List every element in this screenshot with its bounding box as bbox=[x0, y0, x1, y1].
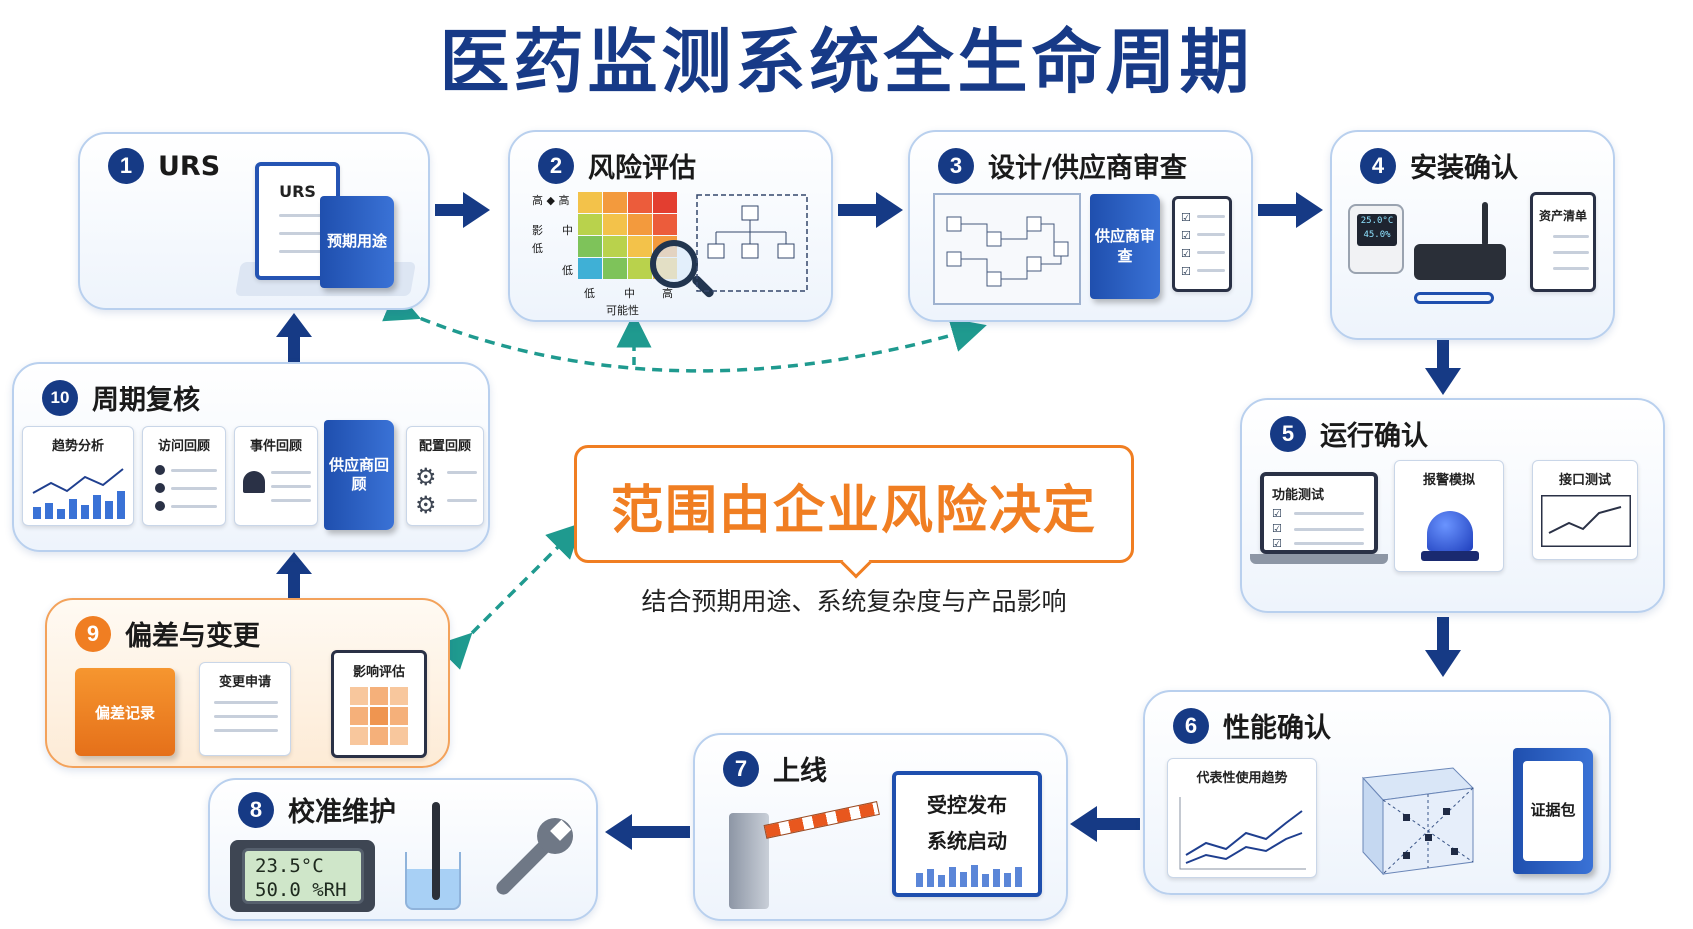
step-6-card[interactable]: 6 性能确认 代表性使用趋势 证据包 bbox=[1143, 690, 1611, 895]
step-10-card[interactable]: 10 周期复核 趋势分析 访问回顾 事件回顾 供应商回顾 配置回顾 ⚙⚙ bbox=[12, 362, 490, 552]
intended-use-book-icon: 预期用途 bbox=[320, 196, 394, 288]
step-title: 安装确认 bbox=[1410, 153, 1518, 184]
wrench-icon bbox=[496, 817, 574, 895]
step-number: 2 bbox=[538, 147, 574, 184]
checklist-icon: ☑☑☑☑ bbox=[1172, 196, 1232, 292]
evidence-pack-book-icon: 证据包 bbox=[1513, 748, 1593, 874]
step-title: 校准维护 bbox=[288, 797, 396, 828]
step-number: 6 bbox=[1173, 707, 1209, 744]
incident-review-panel: 事件回顾 bbox=[234, 426, 318, 526]
probe bbox=[432, 802, 440, 900]
step-title: URS bbox=[158, 150, 221, 182]
trend-analysis-panel: 趋势分析 bbox=[22, 426, 134, 526]
step-1-card[interactable]: 1 URS URS 预期用途 bbox=[78, 132, 430, 310]
step-title: 周期复核 bbox=[92, 385, 200, 416]
step-2-card[interactable]: 2 风险评估 高 ◆ 高 影 低 中 低 低 中 高 可能性 bbox=[508, 130, 833, 322]
step-number: 10 bbox=[42, 379, 78, 416]
usage-trend-chart-icon: 代表性使用趋势 bbox=[1167, 758, 1317, 878]
step-number: 9 bbox=[75, 615, 111, 652]
usb-cable-icon bbox=[1414, 292, 1494, 304]
step-number: 1 bbox=[108, 148, 144, 184]
access-review-panel: 访问回顾 bbox=[142, 426, 226, 526]
step-number: 7 bbox=[723, 750, 759, 787]
step-title: 上线 bbox=[773, 756, 827, 787]
gear-icon: ⚙⚙ bbox=[415, 463, 437, 519]
controlled-release-screen: 受控发布 系统启动 bbox=[892, 771, 1042, 897]
impact-assessment-clipboard-icon: 影响评估 bbox=[331, 650, 427, 758]
risk-scope-callout: 范围由企业风险决定 bbox=[574, 445, 1134, 579]
step-3-card[interactable]: 3 设计/供应商审查 供应商审查 ☑☑☑☑ bbox=[908, 130, 1253, 322]
magnifier-icon bbox=[650, 240, 698, 288]
risk-matrix: 高 ◆ 高 影 低 中 低 低 中 高 可能性 bbox=[532, 192, 682, 317]
callout-main-text: 范围由企业风险决定 bbox=[610, 481, 1097, 541]
design-schematic-icon bbox=[933, 193, 1081, 305]
step-number: 3 bbox=[938, 147, 974, 184]
barrier-gate-icon bbox=[729, 813, 769, 909]
step-9-card[interactable]: 9 偏差与变更 偏差记录 变更申请 影响评估 bbox=[45, 598, 450, 768]
flow-diagram-icon bbox=[696, 194, 808, 292]
barrier-arm bbox=[763, 801, 880, 839]
mapping-cube-icon bbox=[1361, 767, 1475, 876]
step-number: 8 bbox=[238, 791, 274, 828]
interface-test-monitor-icon: 接口测试 bbox=[1532, 460, 1638, 560]
step-title: 偏差与变更 bbox=[125, 621, 260, 652]
supplier-review-book-icon: 供应商审查 bbox=[1090, 194, 1160, 299]
configuration-review-panel: 配置回顾 ⚙⚙ bbox=[406, 426, 484, 526]
callout-subtitle: 结合预期用途、系统复杂度与产品影响 bbox=[641, 587, 1067, 616]
step-number: 4 bbox=[1360, 147, 1396, 184]
bell-icon bbox=[243, 471, 265, 493]
supplier-review-binder-icon: 供应商回顾 bbox=[324, 420, 394, 530]
deviation-record-folder-icon: 偏差记录 bbox=[75, 668, 175, 756]
step-title: 运行确认 bbox=[1320, 421, 1428, 452]
step-title: 设计/供应商审查 bbox=[988, 153, 1187, 184]
asset-list-clipboard-icon: 资产清单 bbox=[1530, 192, 1596, 292]
laptop-base bbox=[1250, 554, 1388, 564]
step-number: 5 bbox=[1270, 415, 1306, 452]
step-title: 风险评估 bbox=[588, 153, 696, 184]
function-test-laptop-icon: 功能测试 ☑☑☑ bbox=[1260, 472, 1378, 554]
step-7-card[interactable]: 7 上线 受控发布 系统启动 bbox=[693, 733, 1068, 921]
gateway-router-icon bbox=[1414, 244, 1506, 280]
step-5-card[interactable]: 5 运行确认 功能测试 ☑☑☑ 报警模拟 接口测试 bbox=[1240, 398, 1665, 613]
alarm-simulation-icon: 报警模拟 bbox=[1394, 460, 1504, 572]
step-title: 性能确认 bbox=[1223, 713, 1331, 744]
change-request-form-icon: 变更申请 bbox=[199, 662, 291, 756]
antenna bbox=[1482, 202, 1488, 246]
page-title: 医药监测系统全生命周期 bbox=[439, 21, 1254, 103]
